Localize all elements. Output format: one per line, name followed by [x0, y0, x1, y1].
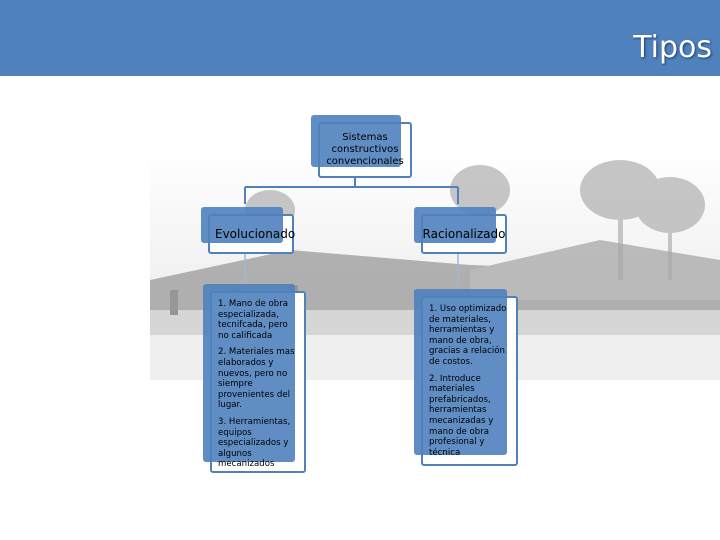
evolucionado-item-2: 2. Materiales mas elaborados y nuevos, p…	[218, 347, 295, 411]
evolucionado-item-1: 1. Mano de obra especializada, tecnifcad…	[218, 299, 289, 341]
branch-evolucionado-label: Evolucionado	[215, 227, 296, 241]
branch-evolucionado-box: Evolucionado	[201, 207, 296, 254]
evolucionado-details-box: 1. Mano de obra especializada, tecnifcad…	[203, 284, 306, 473]
branch-racionalizado-box: Racionalizado	[414, 207, 507, 254]
racionalizado-item-1: 1. Uso optimizado de materiales, herrami…	[429, 304, 507, 367]
racionalizado-item-2: 2. Introduce materiales prefabricados, h…	[429, 373, 494, 458]
evolucionado-item-3: 3. Herramientas, equipos especializados …	[218, 416, 291, 470]
racionalizado-details-box: 1. Uso optimizado de materiales, herrami…	[414, 289, 518, 466]
slide-title: Tipos	[633, 30, 712, 65]
root-node-box: Sistemas constructivos convencionales	[311, 115, 412, 178]
title-bar: Tipos	[0, 0, 720, 76]
branch-racionalizado-label: Racionalizado	[422, 227, 506, 241]
root-node-label: Sistemas constructivos convencionales	[326, 132, 404, 167]
